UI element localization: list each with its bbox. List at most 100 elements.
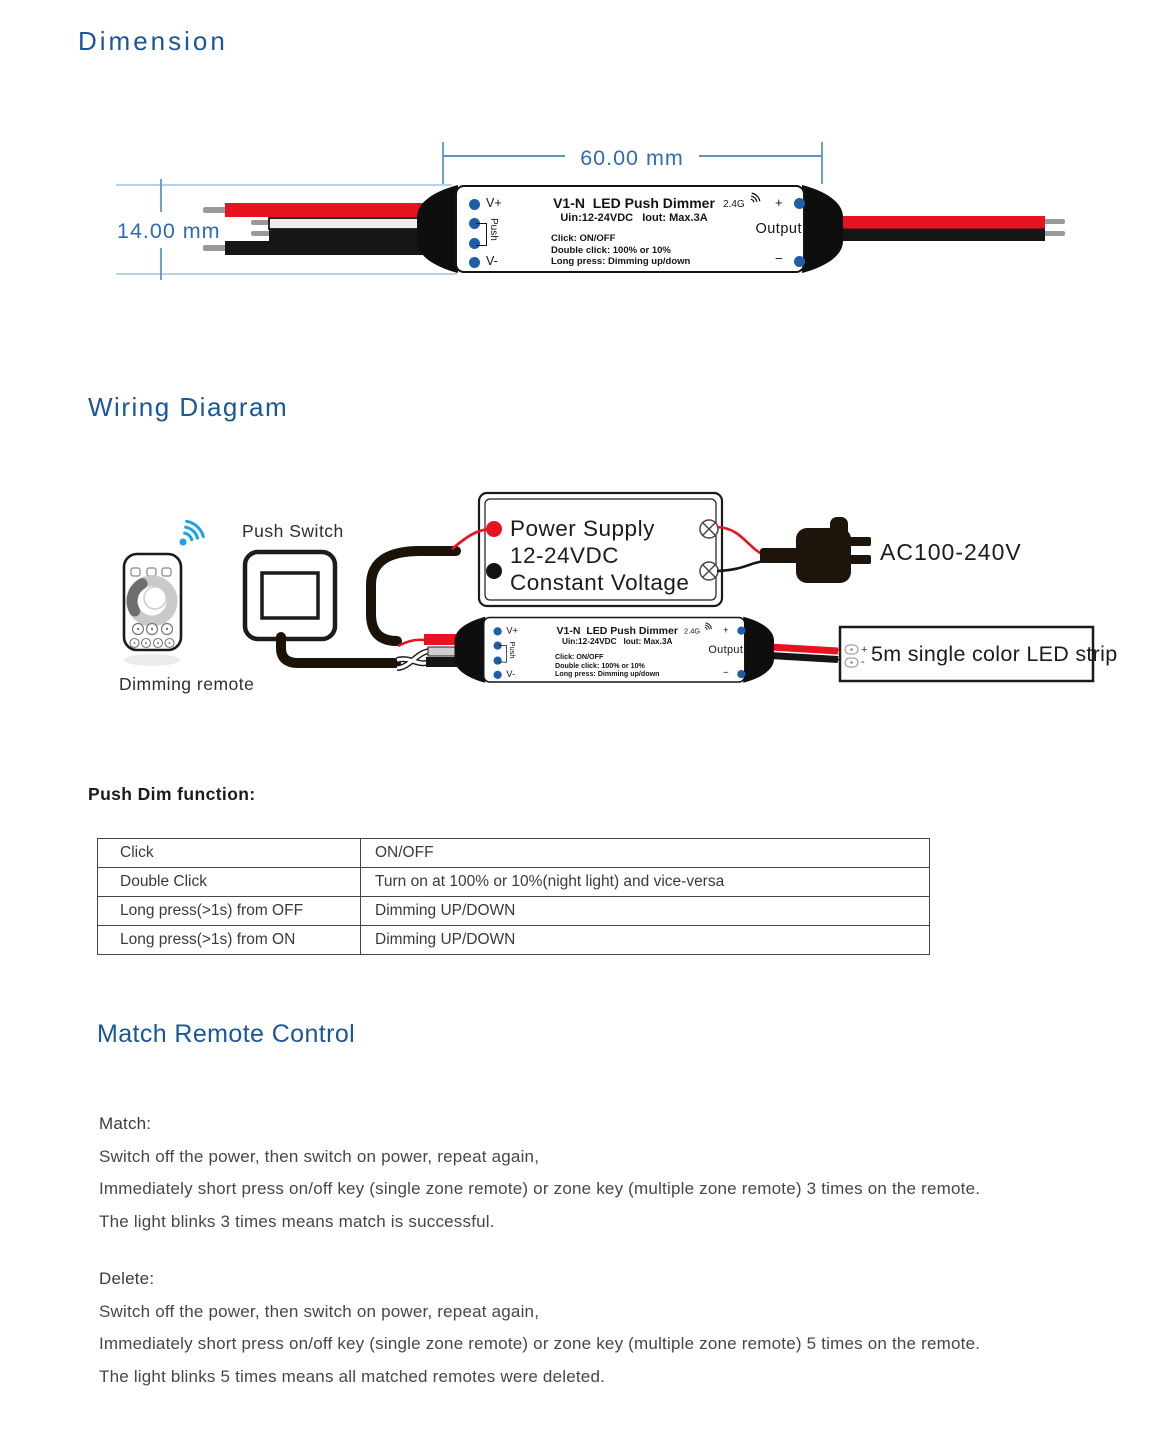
output-plus-dot <box>794 198 805 209</box>
push-label: Push <box>507 641 516 659</box>
model-title: V1-N LED Push Dimmer <box>553 195 715 211</box>
delete-instructions: Delete: Switch off the power, then switc… <box>99 1263 980 1393</box>
dimming-remote-label: Dimming remote <box>119 674 254 694</box>
table-row: Click ON/OFF <box>97 838 930 868</box>
vplus-terminal-dot <box>493 627 502 636</box>
fn-line-longpress: Long press: Dimming up/down <box>555 670 660 679</box>
black-wire-2 <box>225 241 460 255</box>
vminus-terminal-dot <box>493 670 502 679</box>
push-switch-symbol <box>476 223 487 246</box>
output-minus-dot <box>794 256 805 267</box>
dc-red-wire <box>451 527 493 551</box>
push-switch-label: Push Switch <box>242 521 344 541</box>
push-terminal-dot2 <box>493 656 502 665</box>
result-cell: Turn on at 100% or 10%(night light) and … <box>360 867 930 897</box>
strain-relief-wings <box>454 616 774 683</box>
ac-red-wire <box>716 525 767 558</box>
push-switch-symbol <box>498 645 507 663</box>
dc-minus-terminal <box>486 563 502 579</box>
action-cell: Long press(>1s) from OFF <box>97 896 361 926</box>
rf-label: 2.4G <box>684 627 701 636</box>
black-wire <box>269 229 460 241</box>
output-wires <box>843 216 1065 241</box>
ac-black-wire <box>716 559 767 573</box>
push-dim-function-table: Click ON/OFF Double Click Turn on at 100… <box>97 838 930 955</box>
signal-icon <box>750 192 761 203</box>
vminus-label: V- <box>506 668 516 680</box>
vplus-label: V+ <box>486 196 502 210</box>
result-cell: Dimming UP/DOWN <box>360 925 930 955</box>
width-dimension-lines <box>442 142 823 184</box>
action-cell: Long press(>1s) from ON <box>97 925 361 955</box>
signal-icon <box>704 622 713 630</box>
fn-line-doubleclick: Double click: 100% or 10% <box>555 661 645 670</box>
dimmer-device-wiring: V+ Push V- V1-N LED Push Dimmer Uin:12-2… <box>453 616 776 684</box>
wifi-arcs-icon <box>179 519 205 546</box>
push-dim-heading: Push Dim function: <box>88 784 256 804</box>
match-line: Immediately short press on/off key (sing… <box>99 1179 981 1198</box>
width-dimension-label: 60.00 mm <box>580 146 684 170</box>
black-wire <box>843 228 1045 241</box>
push-terminal-dot <box>469 218 480 229</box>
red-wire <box>843 216 1045 229</box>
input-wires <box>203 203 461 255</box>
red-wire <box>225 203 460 217</box>
dial-knob <box>143 586 167 610</box>
table-row: Long press(>1s) from ON Dimming UP/DOWN <box>97 925 930 955</box>
result-cell: Dimming UP/DOWN <box>360 896 930 926</box>
output-plus-label: + <box>723 624 729 636</box>
output-label: Output <box>708 643 744 656</box>
push-switch <box>242 549 338 642</box>
push-terminal-dot <box>493 641 502 650</box>
match-remote-heading: Match Remote Control <box>97 1020 356 1048</box>
led-strip-label: 5m single color LED strip <box>871 642 1117 666</box>
output-plus-label: + <box>775 195 783 210</box>
match-line: Switch off the power, then switch on pow… <box>99 1146 540 1166</box>
dc-plus-terminal <box>486 521 502 537</box>
result-cell: ON/OFF <box>360 838 930 868</box>
strip-wires <box>769 643 848 663</box>
ac-plug-icon <box>760 517 871 583</box>
push-switch-cable <box>276 632 401 668</box>
dimmer-label-face: V+ Push V- V1-N LED Push Dimmer Uin:12-2… <box>483 616 746 683</box>
strip-plus-label: + <box>861 644 867 656</box>
height-dimension-label: 14.00 mm <box>117 219 221 243</box>
model-title: V1-N LED Push Dimmer <box>556 624 678 637</box>
fn-line-click: Click: ON/OFF <box>555 652 604 661</box>
delete-title: Delete: <box>99 1269 155 1288</box>
vplus-terminal-dot <box>469 199 480 210</box>
fn-line-doubleclick: Double click: 100% or 10% <box>551 244 671 256</box>
dimmer-device: V+ Push V- V1-N LED Push Dimmer Uin:12-2… <box>415 184 845 274</box>
action-cell: Click <box>97 838 361 868</box>
output-minus-label: − <box>723 666 729 678</box>
vplus-label: V+ <box>506 625 518 636</box>
ac-input-label: AC100-240V <box>880 539 1022 565</box>
dc-red-wire-end <box>397 638 426 648</box>
action-cell: Double Click <box>97 867 361 897</box>
vminus-label: V- <box>486 254 498 268</box>
delete-line: Switch off the power, then switch on pow… <box>99 1301 540 1321</box>
vminus-terminal-dot <box>469 257 480 268</box>
dimension-diagram: 60.00 mm 14.00 mm <box>116 142 1065 280</box>
power-cable <box>366 546 461 646</box>
output-minus-dot <box>737 670 746 679</box>
output-plus-dot <box>737 626 746 635</box>
table-row: Long press(>1s) from OFF Dimming UP/DOWN <box>97 896 930 926</box>
power-supply: Power Supply 12-24VDC Constant Voltage <box>477 491 724 608</box>
fn-line-longpress: Long press: Dimming up/down <box>551 256 691 267</box>
height-extension-lines <box>116 184 457 275</box>
delete-line: Immediately short press on/off key (sing… <box>99 1334 981 1353</box>
output-minus-label: − <box>775 251 783 266</box>
led-strip: + - 5m single color LED strip <box>838 625 1117 683</box>
specs-line: Uin:12-24VDC Iout: Max.3A <box>562 637 673 646</box>
ac-screw-terminals <box>699 519 719 581</box>
push-terminal-dot2 <box>469 238 480 249</box>
wiring-diagram: Dimming remote Push Switch Power Supply … <box>119 491 1117 694</box>
fn-line-click: Click: ON/OFF <box>551 233 616 244</box>
dimension-heading: Dimension <box>78 26 228 56</box>
strain-relief-wings <box>417 185 843 273</box>
specs-line: Uin:12-24VDC Iout: Max.3A <box>560 212 708 224</box>
dimming-remote <box>122 552 183 666</box>
rf-label: 2.4G <box>723 199 745 210</box>
